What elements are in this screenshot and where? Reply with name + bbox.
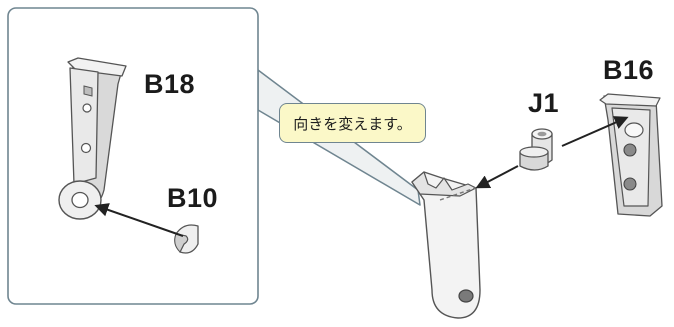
arrow-b10-to-b18 [94, 203, 184, 237]
label-b10: B10 [167, 183, 219, 213]
part-b18 [58, 57, 127, 220]
arrow-j1-to-arm [475, 165, 519, 189]
label-j1: J1 [528, 88, 560, 118]
label-b16: B16 [603, 55, 655, 85]
instruction-note: 向きを変えます。 [279, 103, 426, 143]
part-j1 [519, 128, 553, 171]
instruction-note-text: 向きを変えます。 [293, 114, 412, 133]
detail-inset-panel [7, 7, 259, 305]
part-main-arm [411, 171, 481, 319]
part-b16 [599, 93, 663, 217]
arrow-j1-to-b16 [561, 116, 629, 147]
part-b10 [174, 224, 199, 254]
label-b18: B18 [144, 69, 196, 99]
